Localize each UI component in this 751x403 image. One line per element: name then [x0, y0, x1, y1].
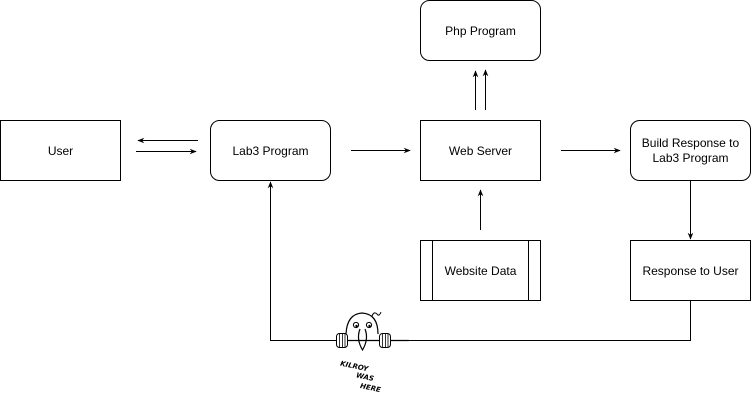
php-program-label: Php Program — [445, 24, 516, 38]
build-response-node[interactable]: Build Response to Lab3 Program — [630, 120, 751, 181]
user-label: User — [48, 144, 73, 158]
kilroy-text-line1: KILROY — [339, 360, 369, 374]
kilroy-text-line2: WAS — [355, 371, 374, 383]
website-data-label: Website Data — [445, 264, 517, 278]
web-server-node[interactable]: Web Server — [420, 120, 541, 181]
edge-response-to-lab3 — [267, 181, 691, 341]
lab3-program-label: Lab3 Program — [232, 144, 308, 158]
web-server-label: Web Server — [449, 144, 512, 158]
kilroy-doodle: KILROY WAS HERE — [336, 311, 409, 394]
php-program-node[interactable]: Php Program — [420, 0, 541, 61]
website-data-node[interactable]: Website Data — [420, 240, 541, 301]
user-node[interactable]: User — [0, 120, 121, 181]
build-response-label-line1: Build Response to — [642, 136, 740, 150]
response-to-user-node[interactable]: Response to User — [630, 240, 751, 301]
lab3-program-node[interactable]: Lab3 Program — [210, 120, 331, 181]
kilroy-text-line3: HERE — [359, 382, 381, 394]
response-to-user-label: Response to User — [642, 264, 738, 278]
build-response-label-line2: Lab3 Program — [652, 151, 728, 165]
